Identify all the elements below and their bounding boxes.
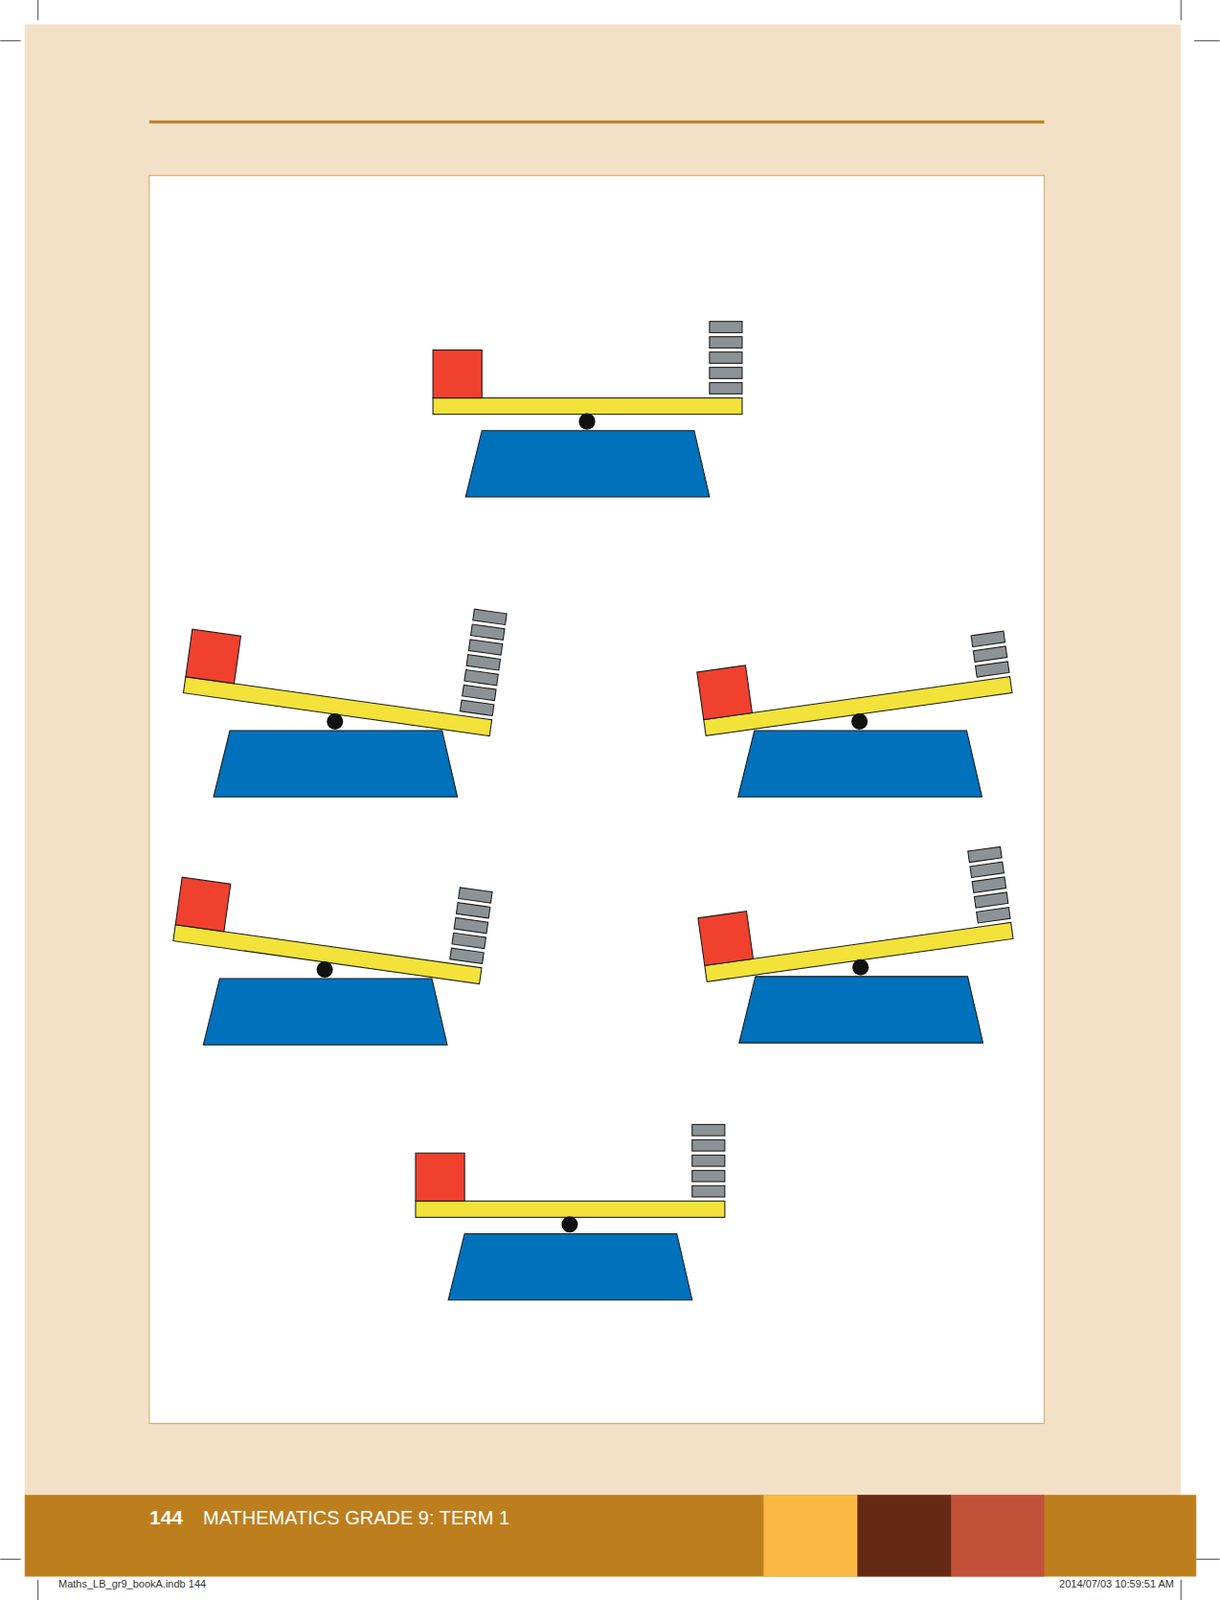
balance-scale bbox=[173, 849, 493, 1046]
file-slug: Maths_LB_gr9_bookA.indb 144 bbox=[58, 1578, 206, 1590]
balance-scale bbox=[694, 846, 1014, 1043]
footer-block bbox=[857, 1494, 951, 1577]
balance-scale bbox=[432, 321, 743, 498]
print-date: 2014/07/03 10:59:51 AM bbox=[1059, 1578, 1175, 1590]
page-ground bbox=[24, 24, 1181, 1578]
top-rule bbox=[149, 120, 1045, 124]
footer-title: MATHEMATICS GRADE 9: TERM 1 bbox=[203, 1507, 510, 1530]
page-number: 144 bbox=[149, 1506, 183, 1530]
footer-block bbox=[763, 1494, 858, 1577]
balance-scale bbox=[182, 570, 507, 797]
white-panel bbox=[149, 175, 1045, 1424]
balance-scale bbox=[697, 629, 1013, 797]
footer-block bbox=[950, 1494, 1044, 1577]
footer-bar bbox=[24, 1494, 1197, 1577]
balance-scale bbox=[415, 1124, 725, 1300]
